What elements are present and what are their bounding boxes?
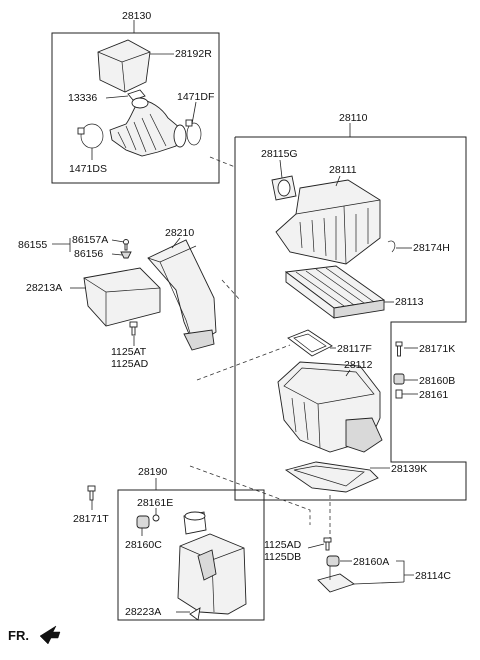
label-1471ds: 1471DS bbox=[69, 163, 107, 175]
label-28112: 28112 bbox=[344, 359, 373, 371]
front-arrow-icon bbox=[39, 625, 61, 645]
clip-28223a bbox=[189, 607, 201, 621]
label-28117f: 28117F bbox=[337, 343, 372, 355]
label-28114c: 28114C bbox=[415, 570, 451, 582]
collar-28161 bbox=[395, 389, 403, 399]
grommet-28160a bbox=[326, 555, 340, 567]
collar-28161e bbox=[152, 514, 160, 522]
label-28160c: 28160C bbox=[125, 539, 162, 551]
bolt-28171t bbox=[87, 485, 96, 501]
guide-28213a bbox=[83, 267, 161, 327]
leader-1125ad bbox=[307, 543, 325, 549]
leader-86157a bbox=[111, 239, 125, 243]
intake-hose bbox=[109, 97, 187, 157]
label-28110: 28110 bbox=[339, 112, 368, 124]
label-28210: 28210 bbox=[165, 227, 194, 239]
label-28171k: 28171K bbox=[419, 343, 455, 355]
label-86155: 86155 bbox=[18, 239, 47, 251]
seal-28115g bbox=[271, 175, 297, 201]
fastener-86157a bbox=[123, 239, 129, 251]
intake-cover-28192r bbox=[97, 39, 151, 93]
label-86157a: 86157A bbox=[72, 234, 108, 246]
clamp-1471ds bbox=[77, 123, 104, 149]
resonator-group-box bbox=[117, 489, 265, 621]
label-28161: 28161 bbox=[419, 389, 448, 401]
bolt-1125at bbox=[129, 321, 138, 336]
label-28174h: 28174H bbox=[413, 242, 450, 254]
grommet-28160c bbox=[136, 515, 150, 529]
dash-line-resonator bbox=[189, 465, 311, 525]
label-28171t: 28171T bbox=[73, 513, 109, 525]
label-28130: 28130 bbox=[122, 10, 151, 22]
leader-86156 bbox=[111, 253, 123, 256]
label-28113: 28113 bbox=[395, 296, 424, 308]
label-28115g: 28115G bbox=[261, 148, 298, 160]
leader-28114c bbox=[353, 581, 405, 585]
label-1125db: 1125DB bbox=[264, 551, 301, 563]
label-1125ad-top: 1125AD bbox=[111, 358, 149, 370]
leader-28115g bbox=[279, 159, 283, 179]
leader-1471df bbox=[191, 101, 197, 125]
air-cleaner-group-box bbox=[234, 136, 467, 501]
label-1471df: 1471DF bbox=[177, 91, 214, 103]
air-duct-28210 bbox=[147, 239, 217, 351]
label-28223a: 28223A bbox=[125, 606, 161, 618]
seal-28117f bbox=[287, 329, 333, 357]
resonator-28190 bbox=[177, 511, 247, 615]
label-28161e: 28161E bbox=[137, 497, 173, 509]
label-1125ad-bottom: 1125AD bbox=[264, 539, 302, 551]
front-direction-label: FR. bbox=[8, 628, 29, 643]
label-28160b: 28160B bbox=[419, 375, 455, 387]
label-28139k: 28139K bbox=[391, 463, 427, 475]
dash-line-hose-to-cleaner bbox=[209, 156, 236, 168]
leader-13336 bbox=[105, 95, 129, 99]
label-28111: 28111 bbox=[329, 164, 357, 176]
bolt-28171k bbox=[395, 341, 403, 357]
clip-28174h bbox=[387, 240, 396, 253]
label-28213a: 28213A bbox=[26, 282, 62, 294]
filter-element-28113 bbox=[284, 265, 386, 319]
clamp-1471df bbox=[185, 119, 202, 146]
dash-line-duct bbox=[221, 279, 241, 301]
label-13336: 13336 bbox=[68, 92, 97, 104]
lower-body-28112 bbox=[277, 361, 383, 453]
grommet-28160b bbox=[393, 373, 405, 385]
clip-13336 bbox=[127, 89, 146, 101]
label-86156: 86156 bbox=[74, 248, 103, 260]
upper-cover-28111 bbox=[275, 179, 381, 265]
leader-28114c-bracket bbox=[396, 560, 414, 582]
bracket-28114c bbox=[317, 566, 355, 593]
leader-28210 bbox=[171, 237, 181, 249]
label-28190: 28190 bbox=[138, 466, 167, 478]
label-28192r: 28192R bbox=[175, 48, 212, 60]
cover-28139k bbox=[284, 461, 379, 493]
fastener-86156 bbox=[120, 251, 132, 259]
leader-28111 bbox=[335, 175, 341, 187]
dash-line-duct-to-body bbox=[196, 344, 291, 381]
label-1125at: 1125AT bbox=[111, 346, 147, 358]
leader-28112 bbox=[345, 369, 351, 377]
intake-hose-group-box bbox=[51, 32, 220, 184]
bolt-1125ad bbox=[323, 537, 332, 551]
label-28160a: 28160A bbox=[353, 556, 389, 568]
